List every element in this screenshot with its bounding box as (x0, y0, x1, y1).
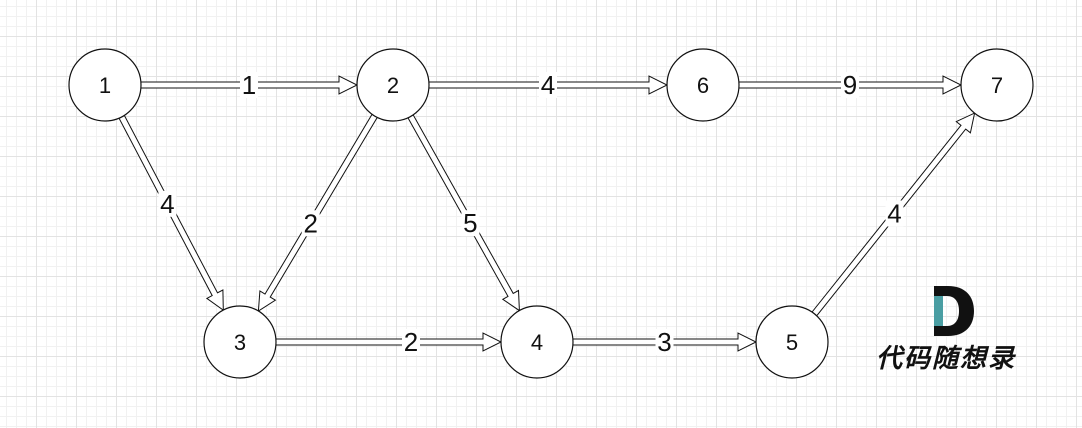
edge-weight-label: 5 (463, 208, 477, 238)
edge-label-bg (402, 329, 420, 355)
edge-label-bg (301, 210, 320, 237)
edge-weight-label: 3 (657, 327, 671, 357)
node-label: 3 (234, 330, 246, 355)
node-circle (500, 305, 574, 379)
node-n2: 2 (356, 48, 430, 122)
node-n7: 7 (960, 48, 1034, 122)
node-n6: 6 (666, 48, 740, 122)
edge-label-bg (158, 190, 177, 217)
edge-weight-label: 4 (887, 199, 901, 229)
edge-weight-label: 4 (160, 189, 174, 219)
node-circle (755, 305, 829, 379)
node-circle (356, 48, 430, 122)
edge-weight-label: 1 (242, 70, 256, 100)
d-logo-icon (934, 286, 974, 336)
node-label: 7 (991, 73, 1003, 98)
node-circle (68, 48, 142, 122)
node-label: 2 (387, 73, 399, 98)
edge-label-bg (461, 210, 480, 237)
edge-label-bg (841, 72, 859, 98)
node-label: 1 (99, 73, 111, 98)
edge-arrow-n3-n4 (275, 332, 503, 352)
node-circle (666, 48, 740, 122)
node-n4: 4 (500, 305, 574, 379)
edge-weight-label: 9 (843, 70, 857, 100)
logo: 代码随想录 (876, 286, 1036, 376)
node-label: 4 (531, 330, 543, 355)
edge-label-bg (885, 200, 904, 227)
node-circle (203, 305, 277, 379)
edge-label-bg (655, 329, 674, 355)
node-n3: 3 (203, 305, 277, 379)
edge-weight-label: 4 (541, 70, 555, 100)
logo-text: 代码随想录 (876, 344, 1017, 374)
nodes-layer: 1 2 6 7 3 4 5 (68, 48, 1034, 379)
node-label: 5 (786, 330, 798, 355)
edge-label-bg (539, 72, 557, 98)
edge-weight-label: 2 (303, 208, 317, 238)
edge-label-bg (240, 72, 258, 98)
node-n5: 5 (755, 305, 829, 379)
node-circle (960, 48, 1034, 122)
node-n1: 1 (68, 48, 142, 122)
node-label: 6 (697, 73, 709, 98)
edge-weight-label: 2 (404, 327, 418, 357)
